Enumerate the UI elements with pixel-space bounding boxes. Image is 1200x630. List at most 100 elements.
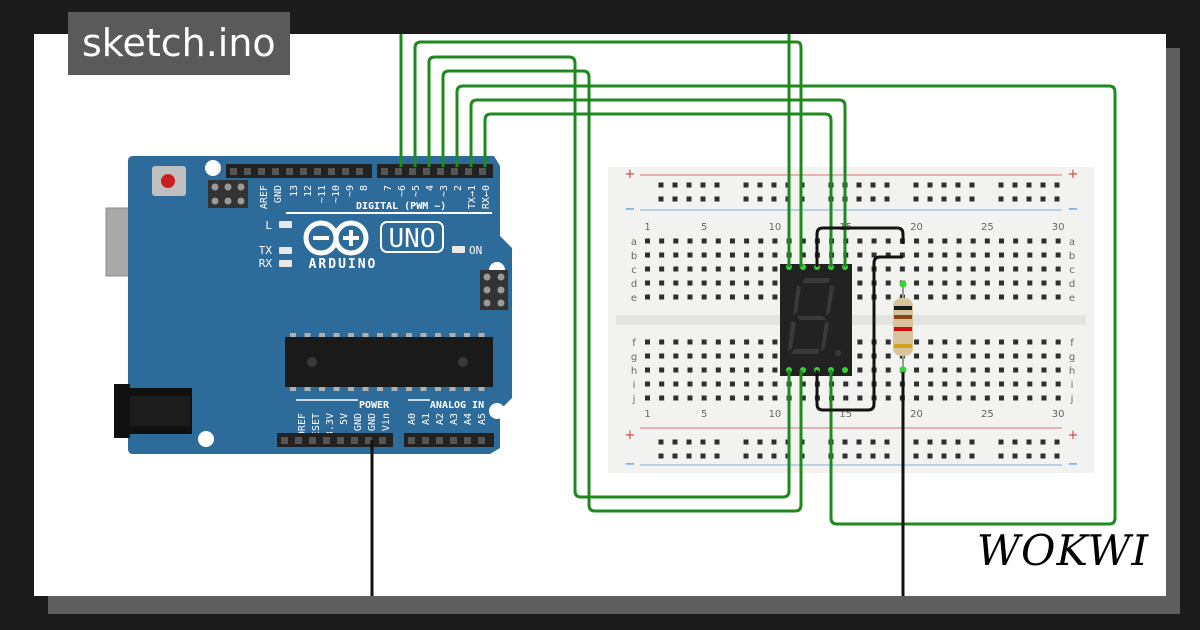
breadboard-hole [970,381,976,387]
icsp-pin [497,286,505,294]
rail-hole [672,453,678,459]
chip-pin [333,333,340,337]
rail-hole [1012,196,1018,202]
chip-pin [420,333,427,337]
header-hole [422,437,429,444]
breadboard-hole [715,339,721,345]
row-letter: h [631,366,637,377]
row-letter: g [631,352,637,363]
row-letter: h [1069,366,1075,377]
breadboard-hole [1027,238,1033,244]
rail-hole [743,182,749,188]
breadboard-hole [1041,252,1047,258]
chip-pin [304,387,311,391]
rail-hole [913,453,919,459]
icsp-pin [224,183,232,191]
breadboard-hole [715,280,721,286]
breadboard-hole [744,353,750,359]
rail-hole [658,196,664,202]
breadboard-hole [1013,395,1019,401]
header-hole [314,168,321,175]
breadboard-hole [758,266,764,272]
digital-pin-label: 13 [289,185,300,197]
rail-hole [672,439,678,445]
resistor[interactable] [893,280,913,374]
breadboard-hole [914,280,920,286]
sketch-title[interactable]: sketch.ino [68,12,290,75]
rail-hole [870,453,876,459]
breadboard-hole [956,238,962,244]
breadboard-hole [715,353,721,359]
chip-pin [377,333,383,337]
chip-pin [464,387,470,391]
wire-pin2 [469,98,847,267]
breadboard-hole [744,252,750,258]
rail-hole [955,439,961,445]
rail-hole [941,439,947,445]
rail-hole [1054,453,1060,459]
icsp-pin [483,286,491,294]
rail-hole [927,453,933,459]
breadboard[interactable]: + + − − + + − − 115510101515202025253030… [608,167,1094,473]
breadboard-hole [1055,395,1061,401]
breadboard-hole [772,294,778,300]
breadboard-hole [843,381,849,387]
breadboard-hole [758,395,764,401]
header-hole [309,437,316,444]
rail-hole [870,182,876,188]
segment-digit-8 [788,278,841,356]
breadboard-hole [758,339,764,345]
breadboard-hole [970,266,976,272]
breadboard-hole [942,294,948,300]
digital-pin-label: RX←0 [481,185,492,209]
breadboard-hole [772,238,778,244]
rail-hole [714,196,720,202]
digital-pwm-label: DIGITAL (PWM ~) [356,201,446,212]
rail-hole [969,182,975,188]
chip-pin [435,333,441,337]
row-letter: b [1069,251,1075,262]
header-hole [478,437,485,444]
breadboard-hole [772,381,778,387]
breadboard-hole [984,252,990,258]
breadboard-hole [645,266,650,272]
breadboard-hole [857,381,863,387]
green-wires [399,34,1117,526]
header-hole [342,168,349,175]
breadboard-hole [928,238,934,244]
breadboard-hole [999,381,1004,387]
breadboard-hole [1055,339,1061,345]
breadboard-hole [1041,280,1047,286]
rail-hole [969,196,975,202]
breadboard-hole [956,339,962,345]
rail-hole [1012,182,1018,188]
breadboard-hole [758,367,764,373]
reset-button-cap[interactable] [161,174,175,188]
chip-pin [478,333,485,337]
model-name: UNO [389,224,436,254]
rail-hole [913,196,919,202]
breadboard-hole [715,238,721,244]
rail-hole [998,439,1004,445]
breadboard-hole [956,381,962,387]
breadboard-hole [871,252,877,258]
breadboard-hole [1055,266,1061,272]
seven-segment-display[interactable] [780,264,852,376]
row-letter: j [632,394,636,405]
breadboard-hole [701,395,707,401]
breadboard-hole [999,280,1004,286]
header-hole [286,168,293,175]
led-l [279,221,292,228]
breadboard-hole [715,252,721,258]
power-label: POWER [359,400,390,411]
digital-pin-label: GND [273,185,284,203]
analog-pin-label: A4 [463,413,474,425]
power-pin-label: 3.3V [325,413,336,437]
breadboard-hole [914,367,920,373]
breadboard-hole [659,353,665,359]
digital-pin-label: TX→1 [467,185,478,209]
row-letter: a [1069,237,1075,248]
breadboard-hole [1041,367,1047,373]
header-hole [450,437,457,444]
